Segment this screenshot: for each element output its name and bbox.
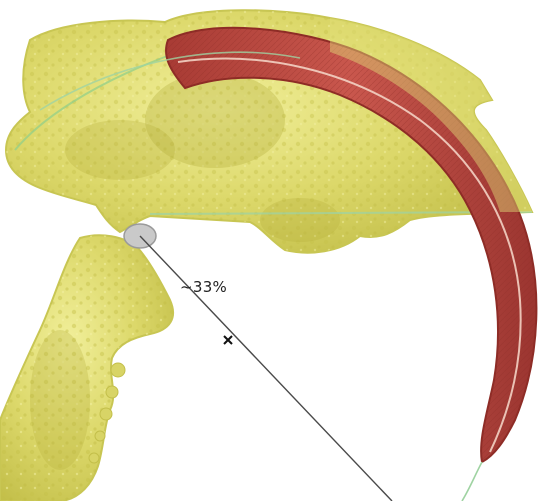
mandible-shadow <box>30 330 90 470</box>
jaw-tooth <box>106 386 118 398</box>
jaw-tooth <box>89 453 99 463</box>
jaw-joint-shadow <box>260 198 340 242</box>
jaw-tooth <box>95 431 105 441</box>
cheek-shadow <box>65 120 175 180</box>
gape-percentage-label: ~33% <box>180 278 227 296</box>
gape-midpoint-marker <box>224 336 232 344</box>
tip-arc <box>462 462 482 501</box>
jaw-tooth <box>100 408 112 420</box>
jaw-tooth <box>111 363 125 377</box>
gape-line <box>140 236 392 501</box>
lower-jaw <box>0 235 173 501</box>
